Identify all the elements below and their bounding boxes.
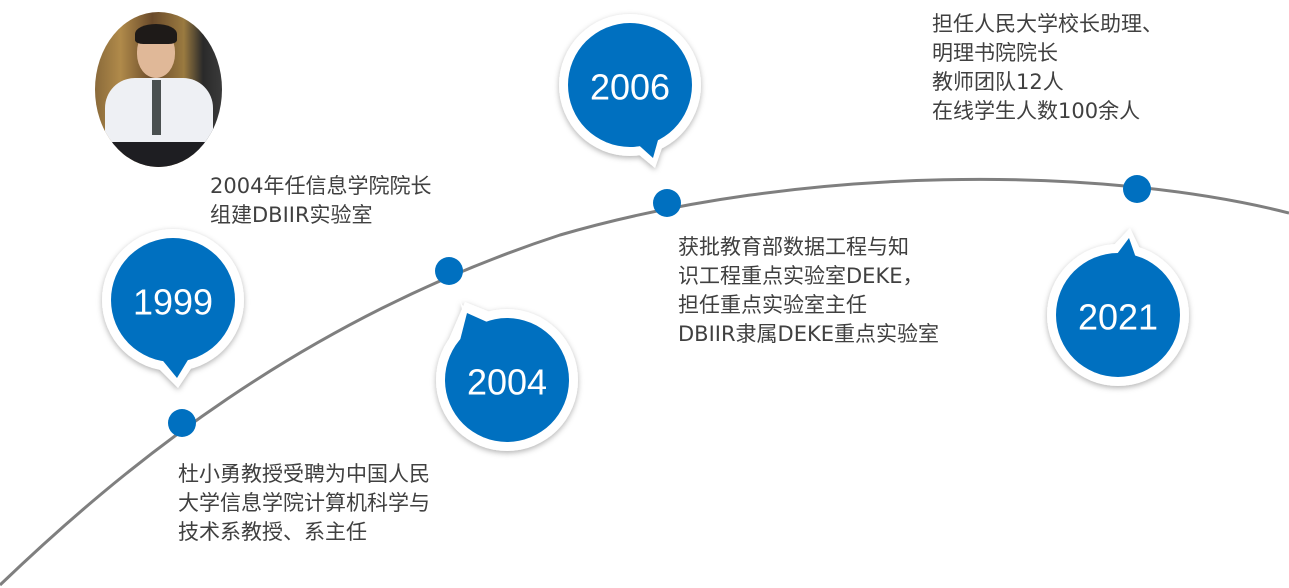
description-line: 教师团队12人 xyxy=(932,70,1064,94)
year-label-2006: 2006 xyxy=(590,67,670,108)
milestone-2021-description: 担任人民大学校长助理、 明理书院院长 教师团队12人 在线学生人数100余人 xyxy=(932,10,1163,126)
description-line: 担任人民大学校长助理、 xyxy=(932,12,1163,36)
description-line: 2004年任信息学院院长 xyxy=(210,174,432,198)
milestone-1999-description: 杜小勇教授受聘为中国人民 大学信息学院计算机科学与 技术系教授、系主任 xyxy=(178,460,430,547)
description-line: DBIIR隶属DEKE重点实验室 xyxy=(678,322,940,346)
description-line: 大学信息学院计算机科学与 xyxy=(178,491,430,515)
description-line: 识工程重点实验室DEKE， xyxy=(678,264,924,288)
year-label-2004: 2004 xyxy=(467,362,547,403)
timeline-curve xyxy=(0,177,1289,587)
description-line: 组建DBIIR实验室 xyxy=(210,203,373,227)
milestone-2004-description: 2004年任信息学院院长 组建DBIIR实验室 xyxy=(210,172,431,230)
description-line: 技术系教授、系主任 xyxy=(178,520,367,544)
year-label-2021: 2021 xyxy=(1078,297,1158,338)
timeline-dot-2004 xyxy=(435,257,463,285)
timeline-dot-1999 xyxy=(168,409,196,437)
milestone-2006-description: 获批教育部数据工程与知 识工程重点实验室DEKE， 担任重点实验室主任 DBII… xyxy=(678,233,939,349)
description-line: 担任重点实验室主任 xyxy=(678,293,867,317)
year-label-1999: 1999 xyxy=(133,282,213,323)
description-line: 杜小勇教授受聘为中国人民 xyxy=(178,462,430,486)
description-line: 获批教育部数据工程与知 xyxy=(678,235,909,259)
description-line: 在线学生人数100余人 xyxy=(932,99,1141,123)
timeline-dot-2021 xyxy=(1123,175,1151,203)
timeline-dot-2006 xyxy=(653,189,681,217)
description-line: 明理书院院长 xyxy=(932,41,1058,65)
portrait-photo xyxy=(95,12,222,167)
